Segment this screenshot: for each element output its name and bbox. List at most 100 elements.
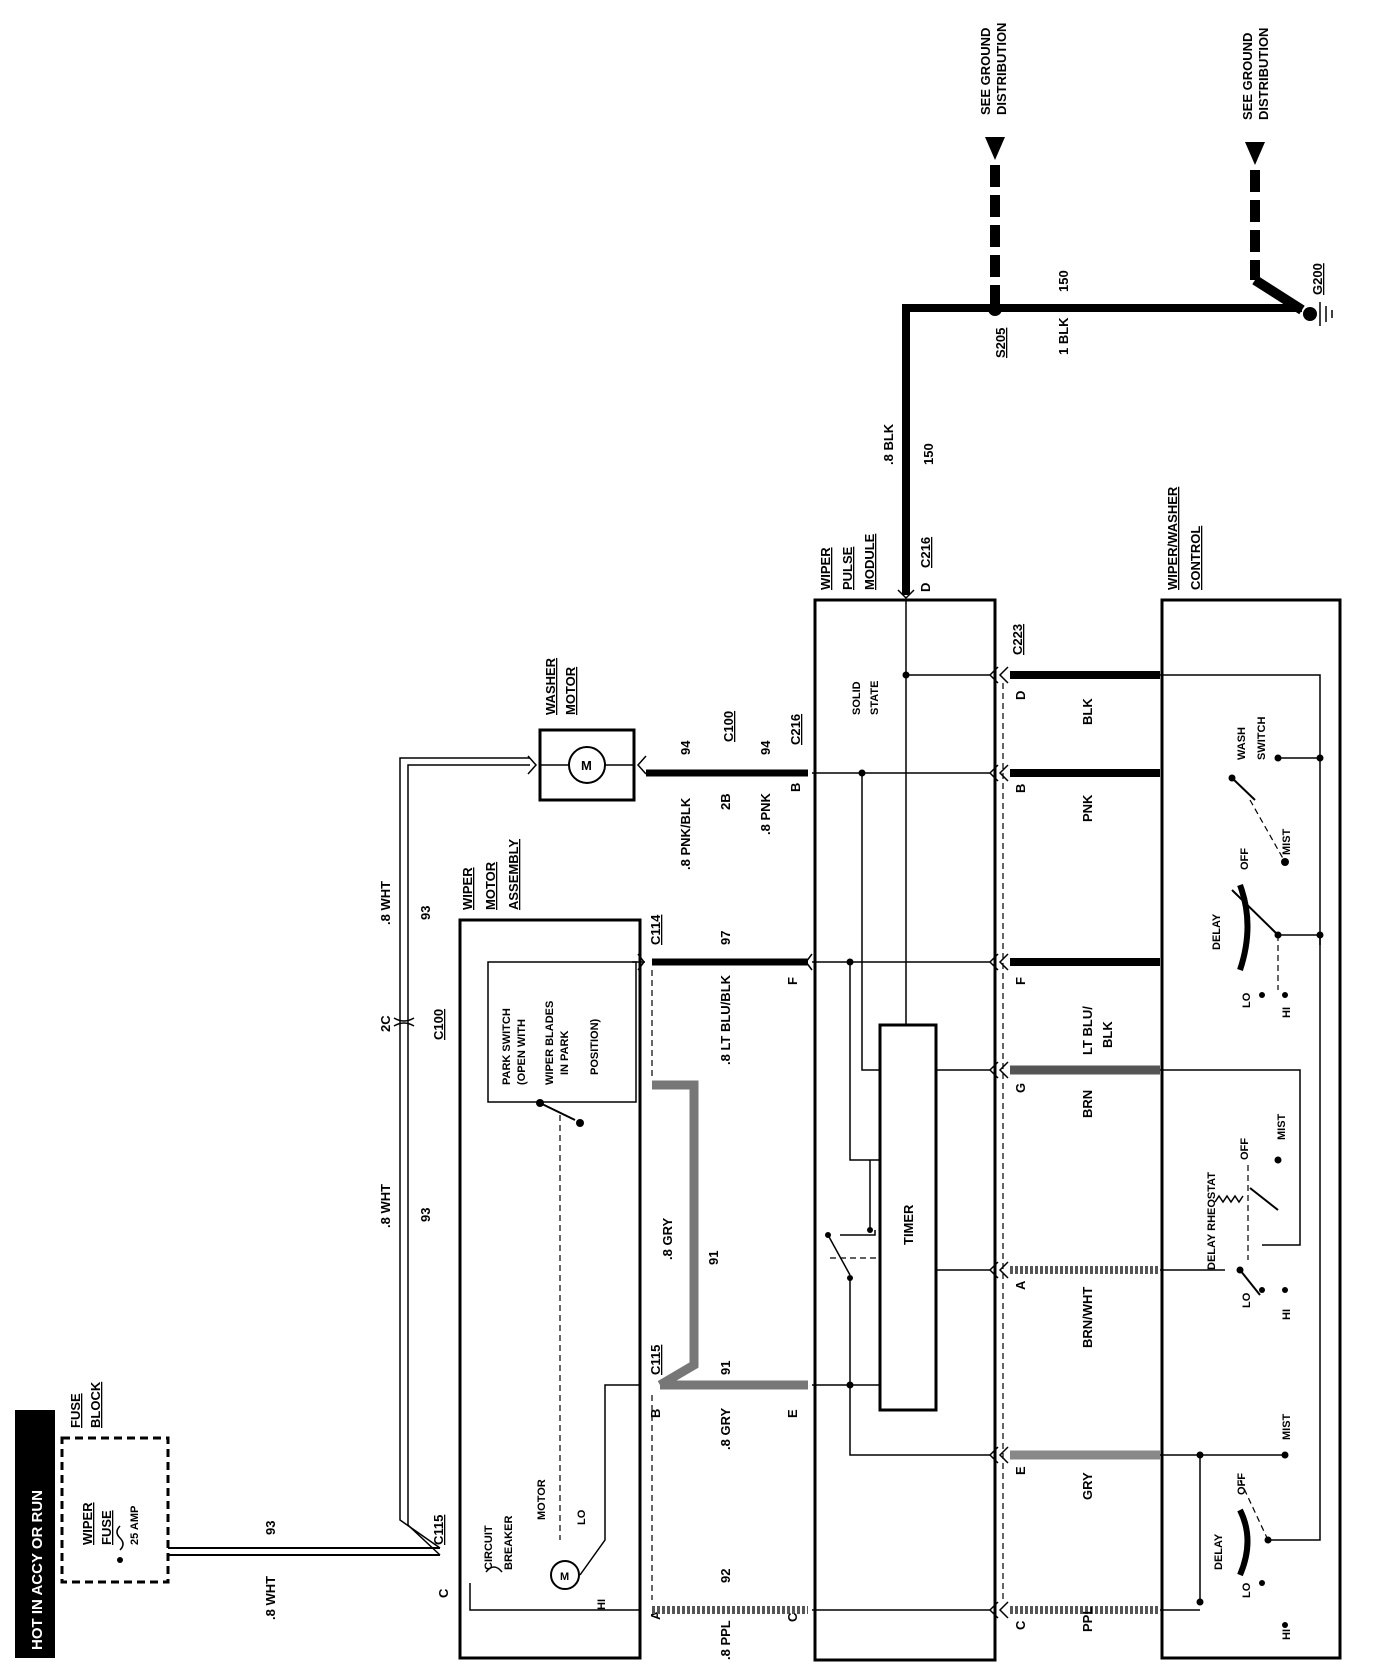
- svg-text:MOTOR: MOTOR: [563, 666, 578, 715]
- svg-text:TIMER: TIMER: [901, 1204, 916, 1245]
- svg-text:WIPER: WIPER: [80, 1502, 95, 1545]
- svg-text:C223: C223: [1010, 624, 1025, 655]
- ground-g200-point: [1303, 307, 1317, 321]
- svg-text:E: E: [1013, 1466, 1028, 1475]
- svg-text:C216: C216: [918, 537, 933, 568]
- svg-text:DELAY: DELAY: [1211, 913, 1223, 950]
- svg-text:DISTRIBUTION: DISTRIBUTION: [1256, 28, 1271, 120]
- wiper-motor-assembly: WIPER MOTOR ASSEMBLY PARK SWITCH (OPEN W…: [458, 839, 642, 1660]
- svg-text:HI: HI: [1281, 1309, 1293, 1320]
- svg-text:FUSE: FUSE: [99, 1510, 114, 1545]
- ground-symbol: [1319, 302, 1333, 326]
- fuse-block: FUSE BLOCK WIPER FUSE 25 AMP: [60, 1381, 170, 1584]
- wire-93-wht: .8 WHT 93 .8 WHT 93 .8 WHT 93 2C C100 C1…: [168, 757, 530, 1620]
- svg-text:WIPER BLADES: WIPER BLADES: [544, 1001, 556, 1085]
- svg-text:D: D: [1013, 691, 1028, 700]
- svg-text:G200: G200: [1310, 263, 1325, 295]
- svg-text:STATE: STATE: [869, 681, 881, 715]
- svg-text:GRY: GRY: [1080, 1472, 1095, 1500]
- splice-s205: [988, 302, 1002, 316]
- svg-text:CONTROL: CONTROL: [1188, 526, 1203, 590]
- svg-text:BRN: BRN: [1080, 1090, 1095, 1118]
- svg-text:BLK: BLK: [1080, 698, 1095, 725]
- svg-text:93: 93: [418, 1208, 433, 1222]
- svg-text:.8 WHT: .8 WHT: [378, 1184, 393, 1228]
- svg-text:150: 150: [921, 443, 936, 465]
- svg-text:ASSEMBLY: ASSEMBLY: [506, 839, 521, 910]
- svg-text:91: 91: [718, 1361, 733, 1375]
- control-harness-wires: BLK PNK LT BLU/ BLK BRN BRN/WHT GRY PPL: [1010, 671, 1160, 1632]
- svg-text:93: 93: [263, 1521, 278, 1535]
- svg-text:C100: C100: [721, 711, 736, 742]
- svg-text:91: 91: [706, 1251, 721, 1265]
- svg-text:MODULE: MODULE: [862, 533, 877, 590]
- wire-92-ppl: .8 PPL 92 C: [652, 1569, 808, 1660]
- svg-text:.8 PNK/BLK: .8 PNK/BLK: [678, 797, 693, 870]
- svg-text:WIPER: WIPER: [818, 547, 833, 590]
- svg-text:C115: C115: [431, 1515, 446, 1545]
- svg-text:PULSE: PULSE: [840, 546, 855, 590]
- svg-text:F: F: [1013, 977, 1028, 985]
- svg-text:LO: LO: [1241, 992, 1253, 1008]
- svg-text:WIPER: WIPER: [460, 867, 475, 910]
- svg-text:PNK: PNK: [1080, 794, 1095, 822]
- ground-arrow-1: [985, 137, 1005, 160]
- svg-text:OFF: OFF: [1239, 1138, 1251, 1160]
- svg-text:BREAKER: BREAKER: [503, 1516, 515, 1570]
- ground-distribution: SEE GROUND DISTRIBUTION SEE GROUND DISTR…: [881, 23, 1333, 595]
- svg-text:SEE GROUND: SEE GROUND: [978, 28, 993, 115]
- svg-text:C114: C114: [648, 914, 663, 945]
- svg-text:97: 97: [718, 931, 733, 945]
- svg-text:WIPER/WASHER: WIPER/WASHER: [1165, 486, 1180, 590]
- wire-94-pnk: .8 PNK/BLK 94 2B C100 .8 PNK 94 C216 B: [646, 711, 808, 870]
- svg-text:IN PARK: IN PARK: [559, 1031, 571, 1075]
- motor-output-connectors: C114 C115 B A: [640, 914, 663, 1620]
- svg-text:1 BLK: 1 BLK: [1056, 317, 1071, 355]
- svg-text:150: 150: [1056, 270, 1071, 292]
- svg-text:C216: C216: [788, 714, 803, 745]
- svg-text:HI: HI: [1281, 1007, 1293, 1018]
- svg-text:.8 PNK: .8 PNK: [758, 792, 773, 835]
- svg-text:93: 93: [418, 906, 433, 920]
- svg-text:HOT IN ACCY OR RUN: HOT IN ACCY OR RUN: [29, 1490, 46, 1650]
- svg-text:OFF: OFF: [1239, 848, 1251, 870]
- svg-text:BLOCK: BLOCK: [88, 1381, 103, 1428]
- svg-text:E: E: [785, 1409, 800, 1418]
- svg-text:92: 92: [718, 1569, 733, 1583]
- svg-text:WASHER: WASHER: [543, 657, 558, 715]
- wire-97-lt-blu-blk: .8 LT BLU/BLK 97 F: [637, 931, 813, 1080]
- svg-text:(OPEN WITH: (OPEN WITH: [516, 1019, 528, 1085]
- svg-text:M: M: [581, 758, 592, 773]
- svg-text:A: A: [1013, 1280, 1028, 1290]
- svg-text:.8 GRY: .8 GRY: [660, 1218, 675, 1260]
- svg-text:DELAY RHEOSTAT: DELAY RHEOSTAT: [1206, 1172, 1218, 1270]
- svg-text:.8 BLK: .8 BLK: [881, 423, 896, 465]
- svg-text:LO: LO: [1241, 1582, 1253, 1598]
- svg-text:LT BLU/: LT BLU/: [1080, 1006, 1095, 1055]
- svg-text:MIST: MIST: [1276, 1113, 1288, 1140]
- svg-text:MIST: MIST: [1281, 1413, 1293, 1440]
- svg-text:POSITION): POSITION): [589, 1018, 601, 1075]
- svg-text:2C: 2C: [378, 1015, 393, 1032]
- svg-text:B: B: [648, 1409, 663, 1418]
- svg-text:HI: HI: [1281, 1629, 1293, 1640]
- svg-text:.8 WHT: .8 WHT: [263, 1576, 278, 1620]
- svg-text:DELAY: DELAY: [1213, 1533, 1225, 1570]
- svg-text:SOLID: SOLID: [851, 681, 863, 715]
- wiper-washer-control: WIPER/WASHER CONTROL WASH SWITCH MIST OF…: [1160, 486, 1342, 1660]
- svg-text:94: 94: [678, 740, 693, 755]
- svg-text:BLK: BLK: [1100, 1021, 1115, 1048]
- connector-c223: C223 D B F G A E C: [988, 624, 1028, 1630]
- svg-text:MIST: MIST: [1281, 828, 1293, 855]
- svg-text:SWITCH: SWITCH: [1256, 717, 1268, 760]
- svg-text:C: C: [785, 1612, 800, 1622]
- washer-motor: WASHER MOTOR M: [527, 657, 647, 802]
- svg-text:CIRCUIT: CIRCUIT: [483, 1525, 495, 1570]
- svg-text:C115: C115: [648, 1345, 663, 1375]
- hot-in-accy-or-run-label: HOT IN ACCY OR RUN: [15, 1410, 55, 1658]
- svg-text:M: M: [560, 1571, 569, 1583]
- svg-text:BRN/WHT: BRN/WHT: [1080, 1287, 1095, 1348]
- svg-text:.8 LT BLU/BLK: .8 LT BLU/BLK: [718, 974, 733, 1065]
- svg-text:.8 PPL: .8 PPL: [718, 1620, 733, 1660]
